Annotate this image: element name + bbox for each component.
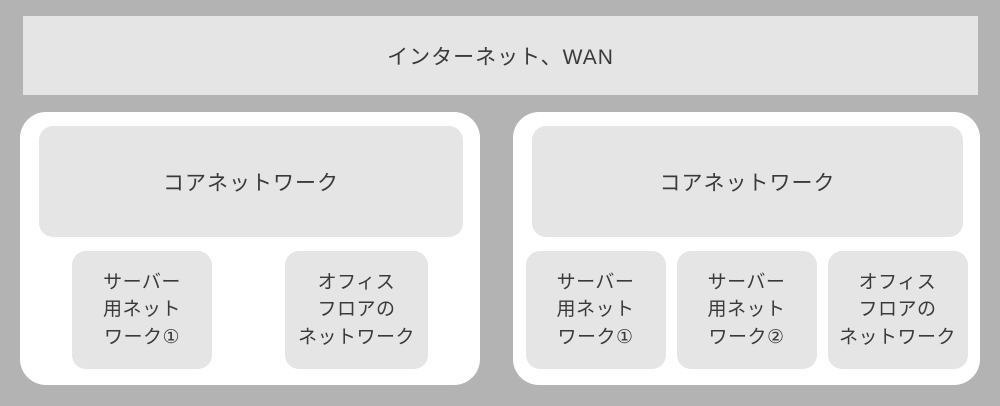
sub-network-row: サーバー 用ネット ワーク① オフィス フロアの ネットワーク <box>20 251 480 369</box>
core-network-box: コアネットワーク <box>532 126 963 237</box>
sub-network-box-server-2: サーバー 用ネット ワーク② <box>676 251 817 369</box>
sub-network-box-server-1: サーバー 用ネット ワーク① <box>72 251 212 369</box>
sub-network-row: サーバー 用ネット ワーク① サーバー 用ネット ワーク② オフィス フロアの … <box>513 251 980 369</box>
sub-network-box-office-floor: オフィス フロアの ネットワーク <box>827 251 968 369</box>
network-panel-2: コアネットワーク サーバー 用ネット ワーク① サーバー 用ネット ワーク② オ… <box>513 112 980 385</box>
network-panel-1: コアネットワーク サーバー 用ネット ワーク① オフィス フロアの ネットワーク <box>20 112 480 385</box>
sub-network-box-server-1: サーバー 用ネット ワーク① <box>525 251 666 369</box>
sub-network-box-office-floor: オフィス フロアの ネットワーク <box>285 251 428 369</box>
internet-wan-banner: インターネット、WAN <box>23 16 978 95</box>
core-network-box: コアネットワーク <box>39 126 463 237</box>
